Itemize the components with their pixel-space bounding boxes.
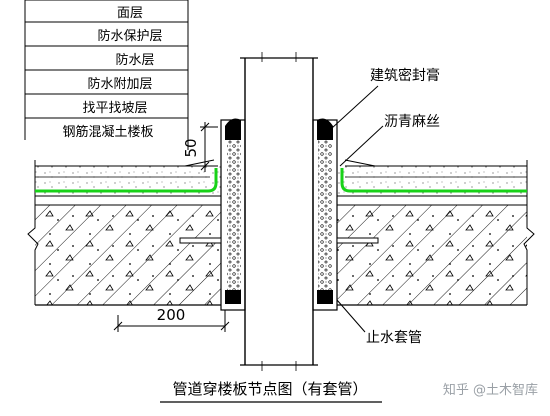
callout-sleeve-label: 止水套管 — [366, 330, 422, 346]
layer-label-stack: 面层 防水保护层 防水层 防水附加层 找平找坡层 钢筋混凝土楼板 — [24, 0, 189, 150]
layer-label-surface: 面层 — [117, 6, 143, 21]
layer-label-protection: 防水保护层 — [97, 28, 162, 44]
dimension-height: 50 — [182, 122, 218, 172]
watermark: 知乎 @土木智库 — [443, 382, 538, 398]
layer-label-additional: 防水附加层 — [87, 76, 152, 92]
dimension-height-label: 50 — [182, 138, 200, 157]
diagram-caption: 管道穿楼板节点图（有套管） — [172, 380, 367, 398]
dimension-width-label: 200 — [157, 306, 186, 324]
callout-sleeve: 止水套管 — [336, 299, 422, 346]
callout-sealant: 建筑密封膏 — [331, 67, 440, 129]
slab-left — [27, 160, 221, 306]
layer-label-leveling: 找平找坡层 — [82, 101, 147, 116]
callout-sealant-label: 建筑密封膏 — [370, 67, 440, 84]
water-stop-sleeve — [220, 118, 338, 311]
pipe — [240, 52, 318, 371]
waterproof-layer — [35, 168, 527, 193]
callout-hemp-label: 沥青麻丝 — [384, 114, 440, 130]
water-stop-ring — [179, 237, 379, 244]
slab-right — [337, 160, 535, 306]
dimension-width: 200 — [113, 306, 230, 332]
layer-label-slab: 钢筋混凝土楼板 — [62, 124, 153, 140]
layer-label-waterproof: 防水层 — [115, 52, 154, 68]
callout-hemp: 沥青麻丝 — [339, 114, 440, 167]
